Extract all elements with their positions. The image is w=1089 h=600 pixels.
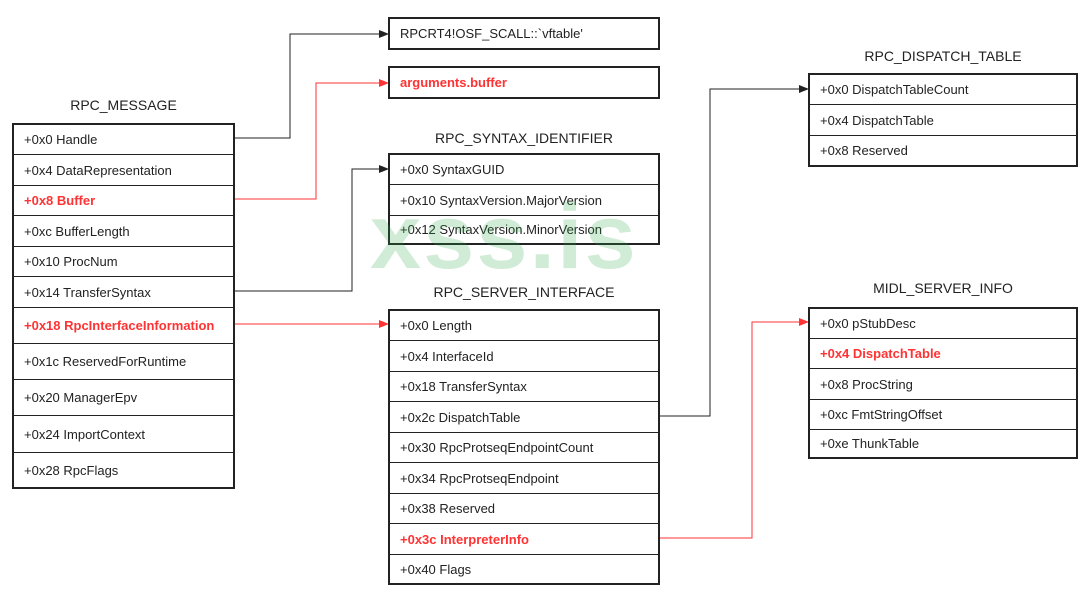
rpc-message-row: +0x10 ProcNum (14, 247, 233, 277)
rpc-message-row-buffer: +0x8 Buffer (14, 186, 233, 216)
syntax-identifier-row: +0x12 SyntaxVersion.MinorVersion (400, 222, 602, 237)
server-interface-row-interpreterinfo: +0x3c InterpreterInfo (390, 524, 658, 555)
connector-handle-to-vftable (235, 30, 389, 139)
rpc-syntax-identifier-title: RPC_SYNTAX_IDENTIFIER (435, 130, 613, 146)
connector-dispatchtable-to-dispatch-table (659, 85, 809, 417)
midl-server-info-row: +0x8 ProcString (810, 369, 1076, 400)
midl-server-info-row: +0x0 pStubDesc (810, 309, 1076, 339)
rpc-server-interface-title: RPC_SERVER_INTERFACE (433, 284, 615, 300)
rpc-message-row: +0x14 TransferSyntax (14, 277, 233, 308)
server-interface-row: +0x34 RpcProtseqEndpoint (390, 463, 658, 494)
rpc-dispatch-table-table: +0x0 DispatchTableCount +0x4 DispatchTab… (808, 73, 1078, 167)
rpc-message-row: +0xc BufferLength (14, 216, 233, 247)
dispatch-table-row: +0x0 DispatchTableCount (810, 75, 1076, 105)
arguments-buffer-label: arguments.buffer (400, 75, 507, 90)
midl-server-info-row: +0xe ThunkTable (820, 436, 920, 451)
rpc-message-title: RPC_MESSAGE (70, 97, 177, 113)
rpc-message-row: +0x24 ImportContext (14, 416, 233, 453)
rpc-message-table: +0x0 Handle +0x4 DataRepresentation +0x8… (12, 123, 235, 489)
connector-interpreterinfo-to-midl-server-info (659, 318, 809, 539)
dispatch-table-row: +0x8 Reserved (820, 143, 908, 158)
syntax-identifier-row: +0x10 SyntaxVersion.MajorVersion (390, 185, 658, 216)
midl-server-info-row-dispatchtable: +0x4 DispatchTable (810, 339, 1076, 369)
server-interface-row: +0x40 Flags (400, 561, 472, 577)
rpc-dispatch-table-title: RPC_DISPATCH_TABLE (864, 48, 1022, 64)
vftable-box: RPCRT4!OSF_SCALL::`vftable' (388, 17, 660, 50)
midl-server-info-table: +0x0 pStubDesc +0x4 DispatchTable +0x8 P… (808, 307, 1078, 459)
rpc-message-row: +0x0 Handle (14, 125, 233, 155)
server-interface-row: +0x18 TransferSyntax (390, 372, 658, 402)
server-interface-row: +0x30 RpcProtseqEndpointCount (390, 433, 658, 463)
server-interface-row: +0x4 InterfaceId (390, 341, 658, 372)
rpc-message-row: +0x20 ManagerEpv (14, 380, 233, 416)
vftable-label: RPCRT4!OSF_SCALL::`vftable' (400, 26, 583, 41)
rpc-message-row: +0x4 DataRepresentation (14, 155, 233, 186)
dispatch-table-row: +0x4 DispatchTable (810, 105, 1076, 136)
server-interface-row: +0x0 Length (390, 311, 658, 341)
syntax-identifier-row: +0x0 SyntaxGUID (390, 155, 658, 185)
midl-server-info-title: MIDL_SERVER_INFO (873, 280, 1013, 296)
rpc-message-row-interfaceinfo: +0x18 RpcInterfaceInformation (14, 308, 233, 344)
connector-buffer-to-arguments (235, 79, 389, 200)
server-interface-row: +0x38 Reserved (390, 494, 658, 524)
midl-server-info-row: +0xc FmtStringOffset (810, 400, 1076, 430)
connector-transfersyntax-to-syntax-identifier (235, 165, 389, 292)
rpc-message-row: +0x28 RpcFlags (24, 462, 119, 478)
arguments-buffer-box: arguments.buffer (388, 66, 660, 99)
rpc-syntax-identifier-table: +0x0 SyntaxGUID +0x10 SyntaxVersion.Majo… (388, 153, 660, 245)
rpc-server-interface-table: +0x0 Length +0x4 InterfaceId +0x18 Trans… (388, 309, 660, 585)
rpc-message-row: +0x1c ReservedForRuntime (14, 344, 233, 380)
server-interface-row-dispatchtable: +0x2c DispatchTable (390, 402, 658, 433)
